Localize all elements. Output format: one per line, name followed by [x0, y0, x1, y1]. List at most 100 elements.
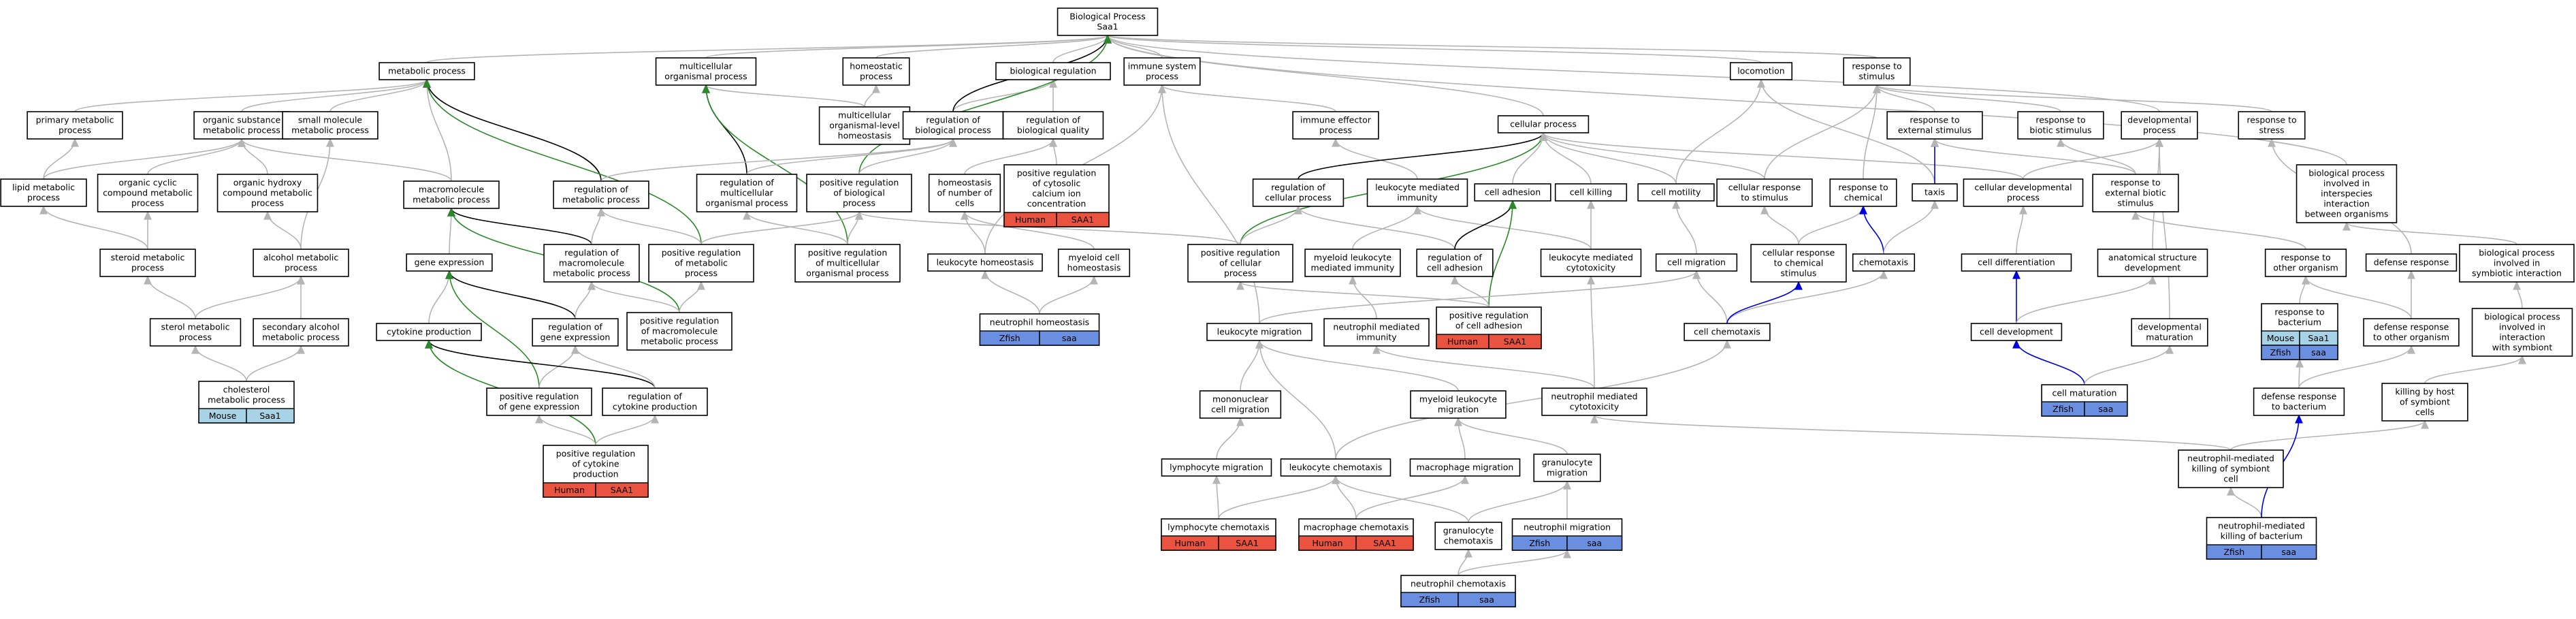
- go-term-bioreg[interactable]: biological regulation: [995, 62, 1111, 80]
- go-term-metabolic[interactable]: metabolic process: [379, 62, 475, 80]
- go-term-leuk-homeo[interactable]: leukocyte homeostasis: [927, 253, 1043, 272]
- edge-is-a: [43, 138, 79, 180]
- go-term-cell-mig[interactable]: cell migration: [1655, 253, 1738, 272]
- go-term-cell-devel[interactable]: cell development: [1970, 323, 2063, 341]
- go-term-cyto-prod[interactable]: cytokine production: [376, 323, 482, 341]
- edge-is-a: [1216, 417, 1244, 460]
- go-term-gene-expr[interactable]: gene expression: [406, 253, 493, 272]
- go-term-cell-kill[interactable]: cell killing: [1554, 183, 1628, 202]
- go-term-chemotaxis[interactable]: chemotaxis: [1852, 253, 1916, 272]
- go-term-macro-mig[interactable]: macrophage migration: [1409, 458, 1521, 477]
- go-term-cell-chemo[interactable]: cell chemotaxis: [1684, 323, 1771, 341]
- go-term-locomotion[interactable]: locomotion: [1729, 62, 1793, 80]
- term-label-line: gene expression: [415, 257, 485, 268]
- go-term-cell-diff[interactable]: cell differentiation: [1961, 253, 2072, 272]
- go-term-cell-adh[interactable]: cell adhesion: [1474, 183, 1551, 202]
- term-label-line: regulation of: [720, 178, 774, 188]
- go-term-lymph-mig[interactable]: lymphocyte migration: [1161, 458, 1272, 477]
- go-term-leuk-chemo[interactable]: leukocyte chemotaxis: [1280, 458, 1391, 477]
- go-term-leuk-mig[interactable]: leukocyte migration: [1206, 323, 1313, 341]
- go-term-taxis[interactable]: taxis: [1912, 183, 1958, 202]
- go-term-cell-mot[interactable]: cell motility: [1637, 183, 1715, 202]
- go-term-defense[interactable]: defense response: [2365, 253, 2458, 272]
- go-term-cellular[interactable]: cellular process: [1497, 115, 1590, 133]
